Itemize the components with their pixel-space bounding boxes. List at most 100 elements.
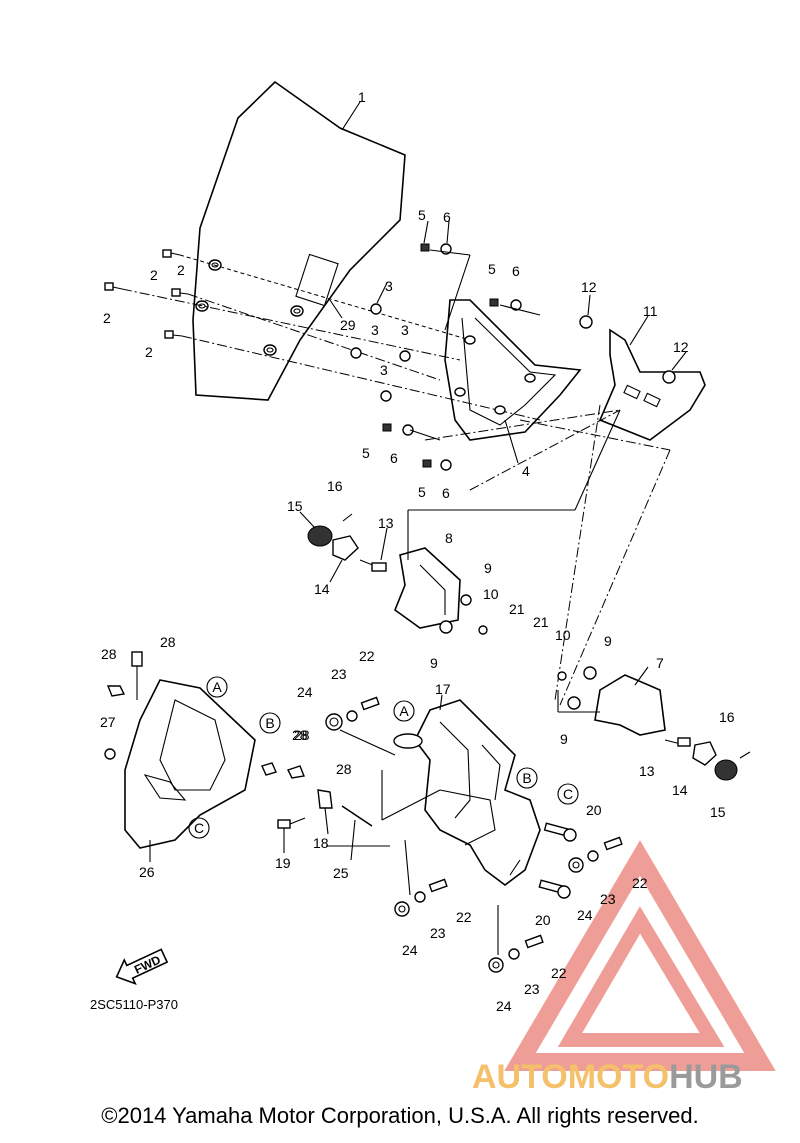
- callout: 3: [371, 322, 379, 338]
- callout: 25: [333, 865, 349, 881]
- callout: 5: [418, 484, 426, 500]
- bolts-5-washers-6: [382, 243, 522, 471]
- callout: 24: [496, 998, 512, 1014]
- callout: 9: [604, 633, 612, 649]
- callout: 2: [177, 262, 185, 278]
- callout: 15: [710, 804, 726, 820]
- callout: 12: [673, 339, 689, 355]
- callout: 2: [145, 344, 153, 360]
- svg-text:AUTOMOTOHUB: AUTOMOTOHUB: [472, 1058, 743, 1096]
- diagram-reference-code: 2SC5110-P370: [90, 997, 178, 1012]
- callout: 12: [581, 279, 597, 295]
- watermark-word-2: HUB: [669, 1058, 743, 1096]
- callout: 22: [359, 648, 375, 664]
- well-nuts-3: [350, 303, 411, 402]
- bracket-8: [394, 547, 461, 629]
- callout: 10: [483, 586, 499, 602]
- callout: 13: [378, 515, 394, 531]
- callout: 19: [275, 855, 291, 871]
- callout: 15: [287, 498, 303, 514]
- side-cover-26: [124, 679, 256, 849]
- automotohub-watermark: AUTOMOTOHUB: [472, 840, 776, 1096]
- callout: 26: [139, 864, 155, 880]
- callout: 28: [101, 646, 117, 662]
- connector-A-right: A: [399, 703, 409, 719]
- callout: 17: [435, 681, 451, 697]
- callout: 3: [385, 278, 393, 294]
- windshield: [192, 80, 406, 401]
- callout: 28: [160, 634, 176, 650]
- fasteners-22-23-24: [325, 696, 623, 973]
- callout: 20: [586, 802, 602, 818]
- callout: 22: [632, 875, 648, 891]
- callout: 6: [390, 450, 398, 466]
- misc-fasteners: [104, 651, 373, 829]
- callout: 14: [314, 581, 330, 597]
- connector-C-right: C: [563, 786, 573, 802]
- callout: 10: [555, 627, 571, 643]
- callout: 27: [100, 714, 116, 730]
- watermark-word-1: AUTOMOTO: [472, 1058, 669, 1096]
- callout: 16: [327, 478, 343, 494]
- leader-lines: [149, 101, 687, 862]
- front-stay-17: [414, 699, 541, 886]
- callout: 21: [509, 601, 525, 617]
- windshield-label-29: [295, 253, 339, 307]
- callout: 28: [294, 727, 310, 743]
- callout: 13: [639, 763, 655, 779]
- knob-assembly-right: [664, 737, 751, 781]
- callout: 6: [512, 263, 520, 279]
- bolts-20: [538, 822, 577, 899]
- connector-A-left: A: [212, 679, 222, 695]
- callout: 5: [362, 445, 370, 461]
- callout: 5: [488, 261, 496, 277]
- callout: 23: [524, 981, 540, 997]
- callout: 24: [402, 942, 418, 958]
- fwd-arrow: FWD: [115, 948, 169, 986]
- callout: 28: [336, 761, 352, 777]
- callout: 5: [418, 207, 426, 223]
- callout: 21: [533, 614, 549, 630]
- callout: 1: [358, 89, 366, 105]
- callout: 9: [430, 655, 438, 671]
- callout: 11: [643, 303, 658, 319]
- callout: 23: [430, 925, 446, 941]
- bracket-7: [594, 674, 666, 736]
- callout: 23: [331, 666, 347, 682]
- windshield-bracket-4: [444, 299, 582, 441]
- callout: 22: [551, 965, 567, 981]
- fwd-label: FWD: [132, 952, 163, 976]
- callout: 23: [600, 891, 616, 907]
- callout: 24: [297, 684, 313, 700]
- callout: 29: [340, 317, 356, 333]
- watermark-triangle-outer: [504, 840, 776, 1071]
- callout: 3: [401, 322, 409, 338]
- callout: 6: [442, 485, 450, 501]
- callout: 16: [719, 709, 735, 725]
- callout: 3: [380, 362, 388, 378]
- copyright-notice: ©2014 Yamaha Motor Corporation, U.S.A. A…: [101, 1103, 699, 1128]
- callout: 9: [484, 560, 492, 576]
- knob-assembly-left: [307, 513, 387, 572]
- connector-B-left: B: [265, 715, 274, 731]
- watermark-triangle-inner: [557, 906, 725, 1047]
- callout: 7: [656, 655, 664, 671]
- callout: 8: [445, 530, 453, 546]
- callout: 24: [577, 907, 593, 923]
- callout: 2: [150, 267, 158, 283]
- screws-2: [104, 249, 189, 339]
- callout: 28: [292, 727, 308, 743]
- callout: 22: [456, 909, 472, 925]
- connector-markers: A A B B C C: [188, 676, 579, 839]
- connector-B-right: B: [522, 770, 531, 786]
- callout: 6: [443, 209, 451, 225]
- connector-C-left: C: [194, 820, 204, 836]
- callout: 4: [522, 463, 530, 479]
- callout: 2: [103, 310, 111, 326]
- callout-numbers: 1 2 2 2 2 29 3 3 3 3 5 6 5 6 5 6 5 6 4 1…: [100, 89, 735, 1014]
- callout: 20: [535, 912, 551, 928]
- bracket-11: [598, 328, 706, 441]
- callout: 9: [560, 731, 568, 747]
